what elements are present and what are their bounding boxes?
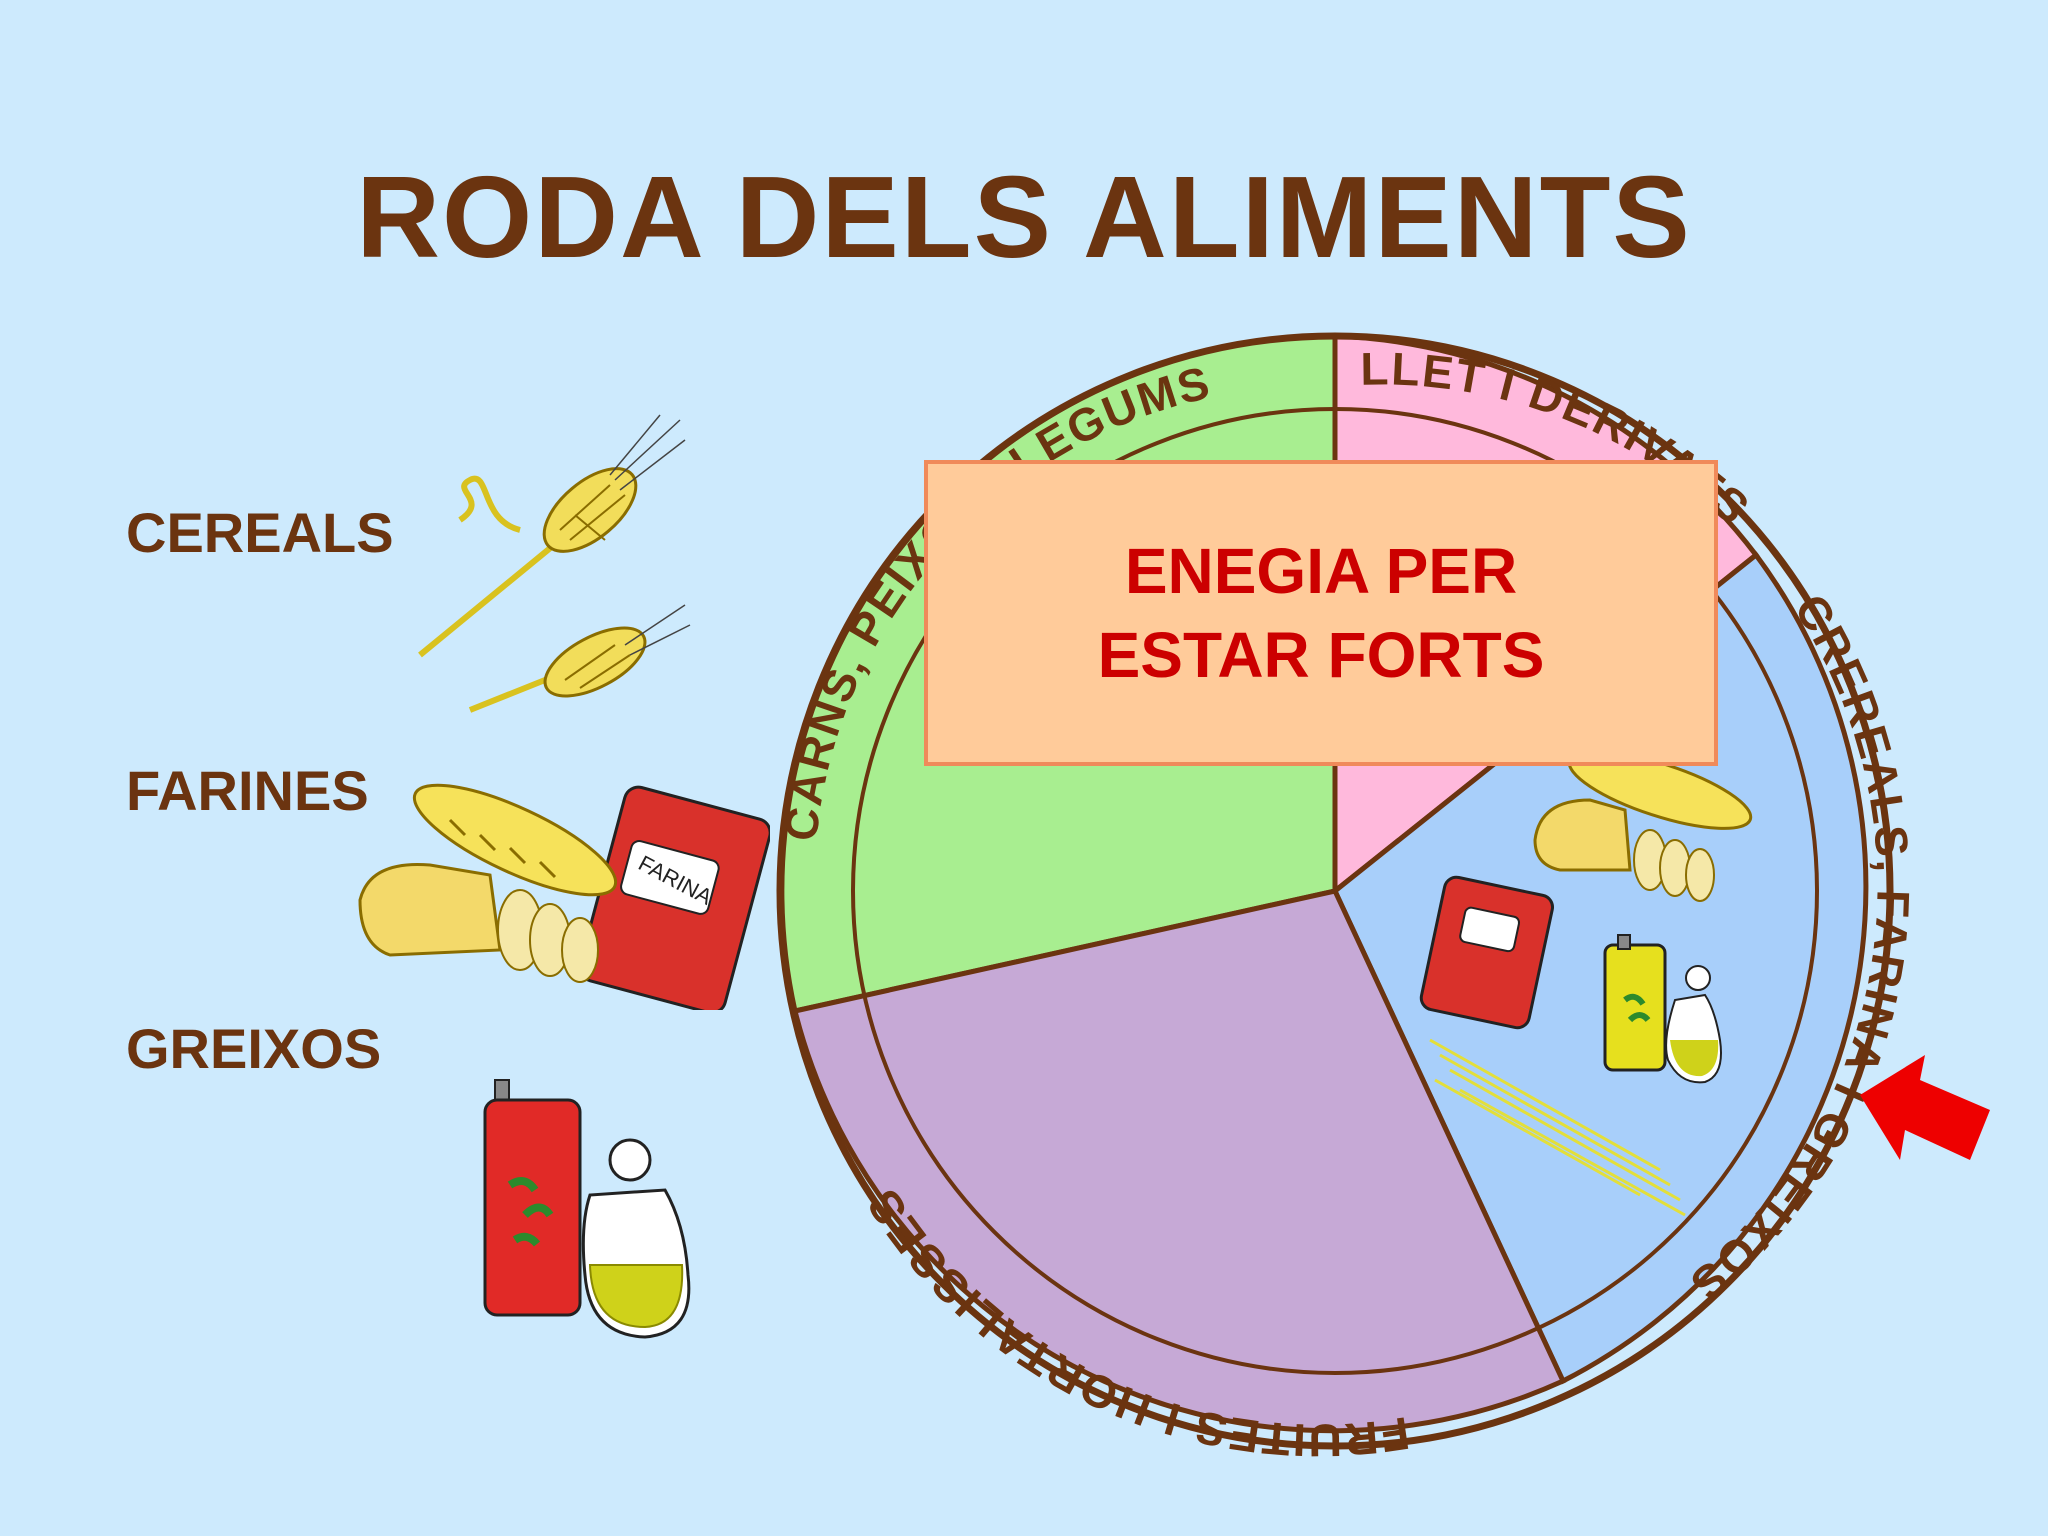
energy-line-1: ENEGIA PER	[1124, 535, 1518, 607]
oil-bottle-icon	[1603, 934, 1722, 1084]
oil-icon	[483, 1079, 691, 1339]
flour-package-icon	[1419, 875, 1554, 1030]
energy-line-2: ESTAR FORTS	[1097, 619, 1545, 691]
category-label-cereals: CEREALS	[126, 501, 394, 564]
bread-flour-icon: FARINA	[358, 783, 770, 1010]
category-label-greixos: GREIXOS	[126, 1017, 382, 1080]
wheat-icon	[418, 414, 691, 713]
pasta-icon	[1429, 1038, 1686, 1217]
arrow-icon	[1860, 1055, 1990, 1160]
page-title: RODA DELS ALIMENTS	[356, 152, 1692, 282]
category-label-farines: FARINES	[126, 759, 369, 822]
bread-icon	[1533, 750, 1753, 902]
sector-fruites	[791, 888, 1567, 1434]
energy-message-box: ENEGIA PER ESTAR FORTS	[924, 460, 1718, 766]
